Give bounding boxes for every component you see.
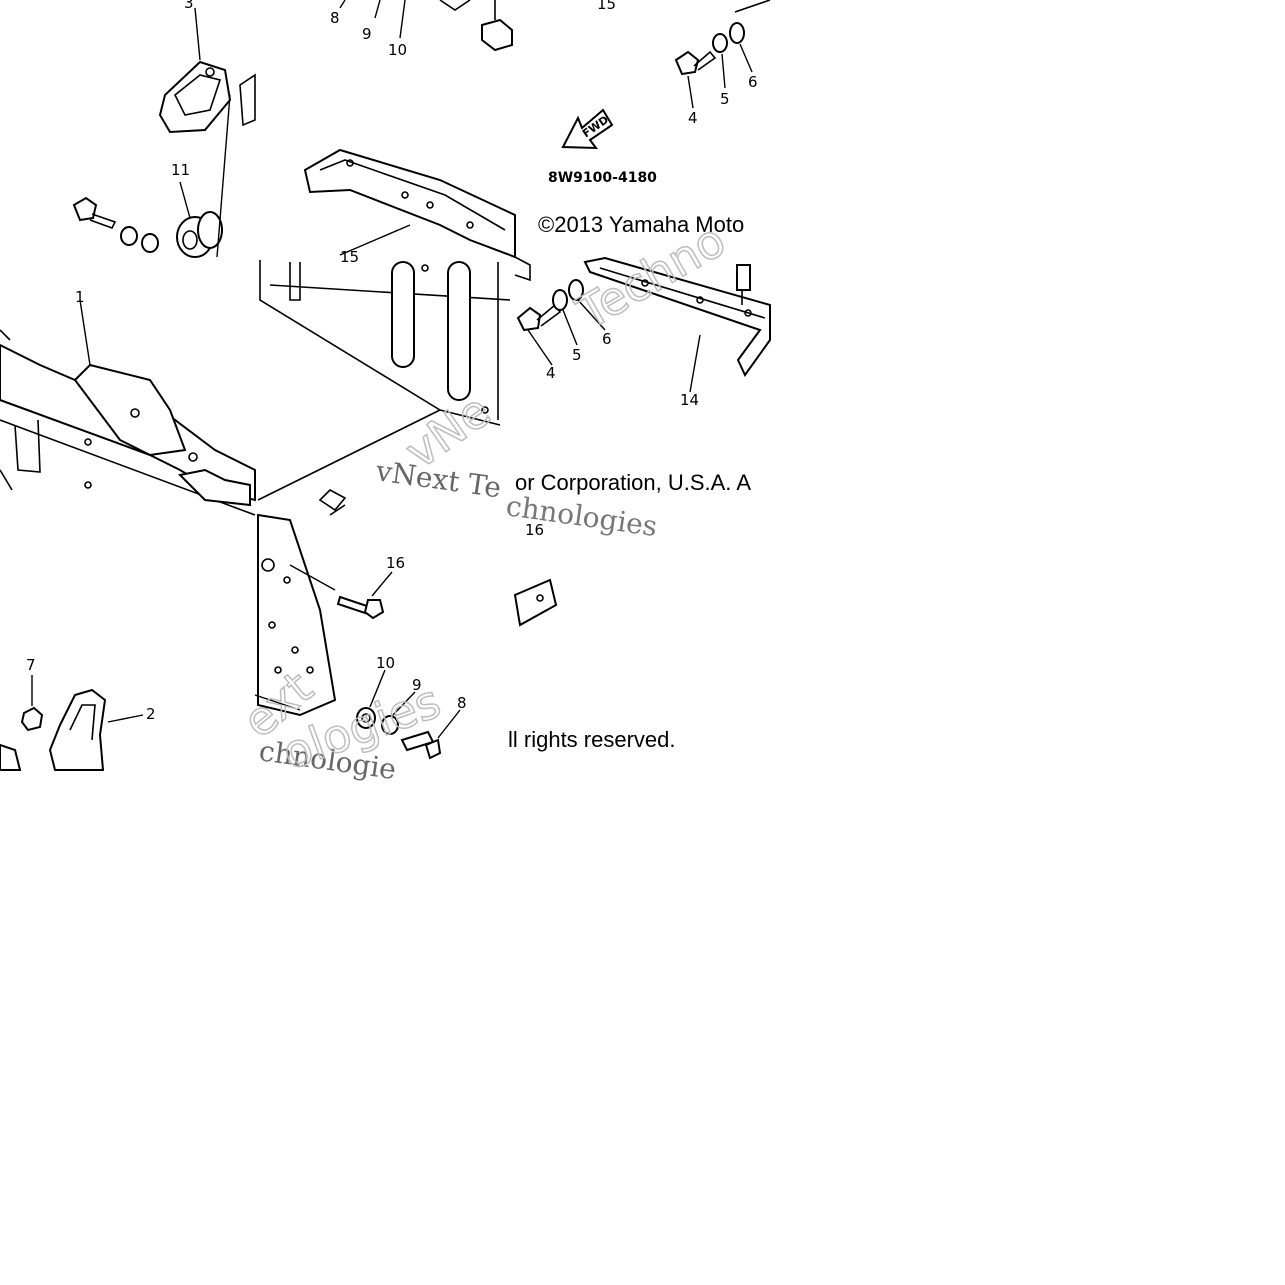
grommet-part-11 bbox=[176, 211, 223, 258]
callout-4-middle: 4 bbox=[546, 364, 556, 382]
callout-14: 14 bbox=[680, 391, 699, 409]
callout-15-center: 15 bbox=[340, 248, 359, 266]
bolt-set-top-right bbox=[674, 0, 771, 76]
nut-part-7 bbox=[20, 706, 44, 732]
callout-3: 3 bbox=[184, 0, 194, 12]
callout-8: 8 bbox=[330, 9, 340, 27]
callout-5-middle: 5 bbox=[572, 346, 582, 364]
callout-numbers: 3 8 9 10 15 4 5 6 11 15 1 4 5 6 14 16 16… bbox=[26, 0, 758, 723]
callout-9: 9 bbox=[362, 25, 372, 43]
washer-part-10 bbox=[356, 707, 376, 729]
frame-part-1 bbox=[0, 329, 256, 516]
callout-6: 6 bbox=[748, 73, 758, 91]
crossmember-part-14 bbox=[583, 256, 771, 377]
callout-6-middle: 6 bbox=[602, 330, 612, 348]
washer-part-9 bbox=[381, 715, 399, 735]
bracket-part-2 bbox=[0, 688, 107, 771]
callout-7: 7 bbox=[26, 656, 36, 674]
callout-2: 2 bbox=[146, 705, 156, 723]
callout-10: 10 bbox=[388, 41, 407, 59]
bracket-fragment-16 bbox=[513, 578, 558, 627]
copyright-line-2: or Corporation, U.S.A. A bbox=[515, 470, 751, 495]
bracket-part-3 bbox=[158, 60, 256, 134]
callout-15: 15 bbox=[597, 0, 616, 13]
callout-4: 4 bbox=[688, 109, 698, 127]
diagram-code: 8W9100-4180 bbox=[548, 170, 657, 186]
copyright-line-1: ©2013 Yamaha Moto bbox=[538, 212, 744, 237]
callout-16-edge: 16 bbox=[525, 521, 544, 539]
callout-10-bottom: 10 bbox=[376, 654, 395, 672]
bolt-part-16 bbox=[336, 595, 385, 620]
bolt-set-middle-right bbox=[516, 279, 584, 332]
plate-bottom-center bbox=[257, 513, 337, 717]
frame-body-center bbox=[257, 260, 511, 501]
callout-16: 16 bbox=[386, 554, 405, 572]
crossmember-part-15 bbox=[303, 148, 516, 259]
callout-9-bottom: 9 bbox=[412, 676, 422, 694]
watermarks: vNext Te chnologies chnologie vNe Techno… bbox=[232, 212, 735, 786]
copyright-line-3: ll rights reserved. bbox=[508, 727, 676, 752]
bolt-part-8 bbox=[400, 730, 442, 760]
callout-1: 1 bbox=[75, 288, 85, 306]
callout-5: 5 bbox=[720, 90, 730, 108]
bolt-left-top bbox=[72, 196, 159, 253]
callout-8-bottom: 8 bbox=[457, 694, 467, 712]
callout-11: 11 bbox=[171, 161, 190, 179]
